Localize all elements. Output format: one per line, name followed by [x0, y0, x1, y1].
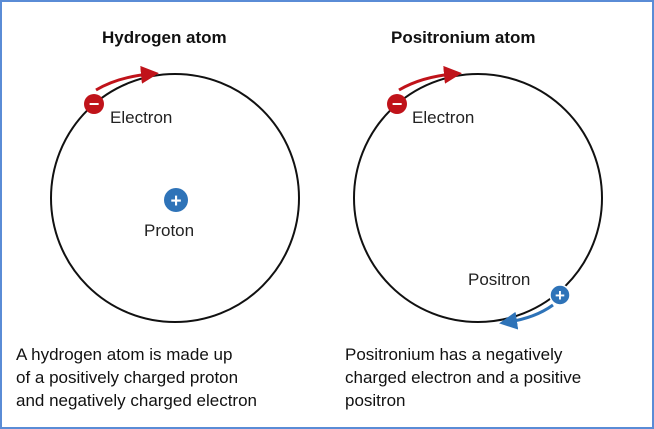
hydrogen-caption: A hydrogen atom is made up of a positive… [16, 345, 257, 410]
positron-label: Positron [468, 270, 531, 289]
hydrogen-orbit [50, 73, 300, 323]
positron-arrow [499, 303, 554, 330]
positron-sign: + [555, 286, 565, 305]
hydrogen-electron-sign: − [89, 94, 100, 114]
hydrogen-electron-arrow [95, 65, 159, 92]
hydrogen-electron-label: Electron [110, 108, 173, 127]
positronium-electron-arrow [398, 65, 462, 92]
proton-sign: + [170, 191, 181, 212]
positronium-orbit [353, 73, 603, 323]
proton-icon: + [164, 188, 188, 212]
hydrogen-title: Hydrogen atom [102, 28, 227, 47]
hydrogen-electron-icon: − [84, 94, 104, 114]
positronium-title: Positronium atom [391, 28, 536, 47]
positronium-electron-label: Electron [412, 108, 475, 127]
positronium-caption: Positronium has a negatively charged ele… [345, 345, 582, 410]
positron-icon: + [549, 284, 571, 306]
proton-label: Proton [144, 221, 195, 240]
positronium-electron-sign: − [392, 94, 403, 114]
positronium-electron-icon: − [387, 94, 407, 114]
